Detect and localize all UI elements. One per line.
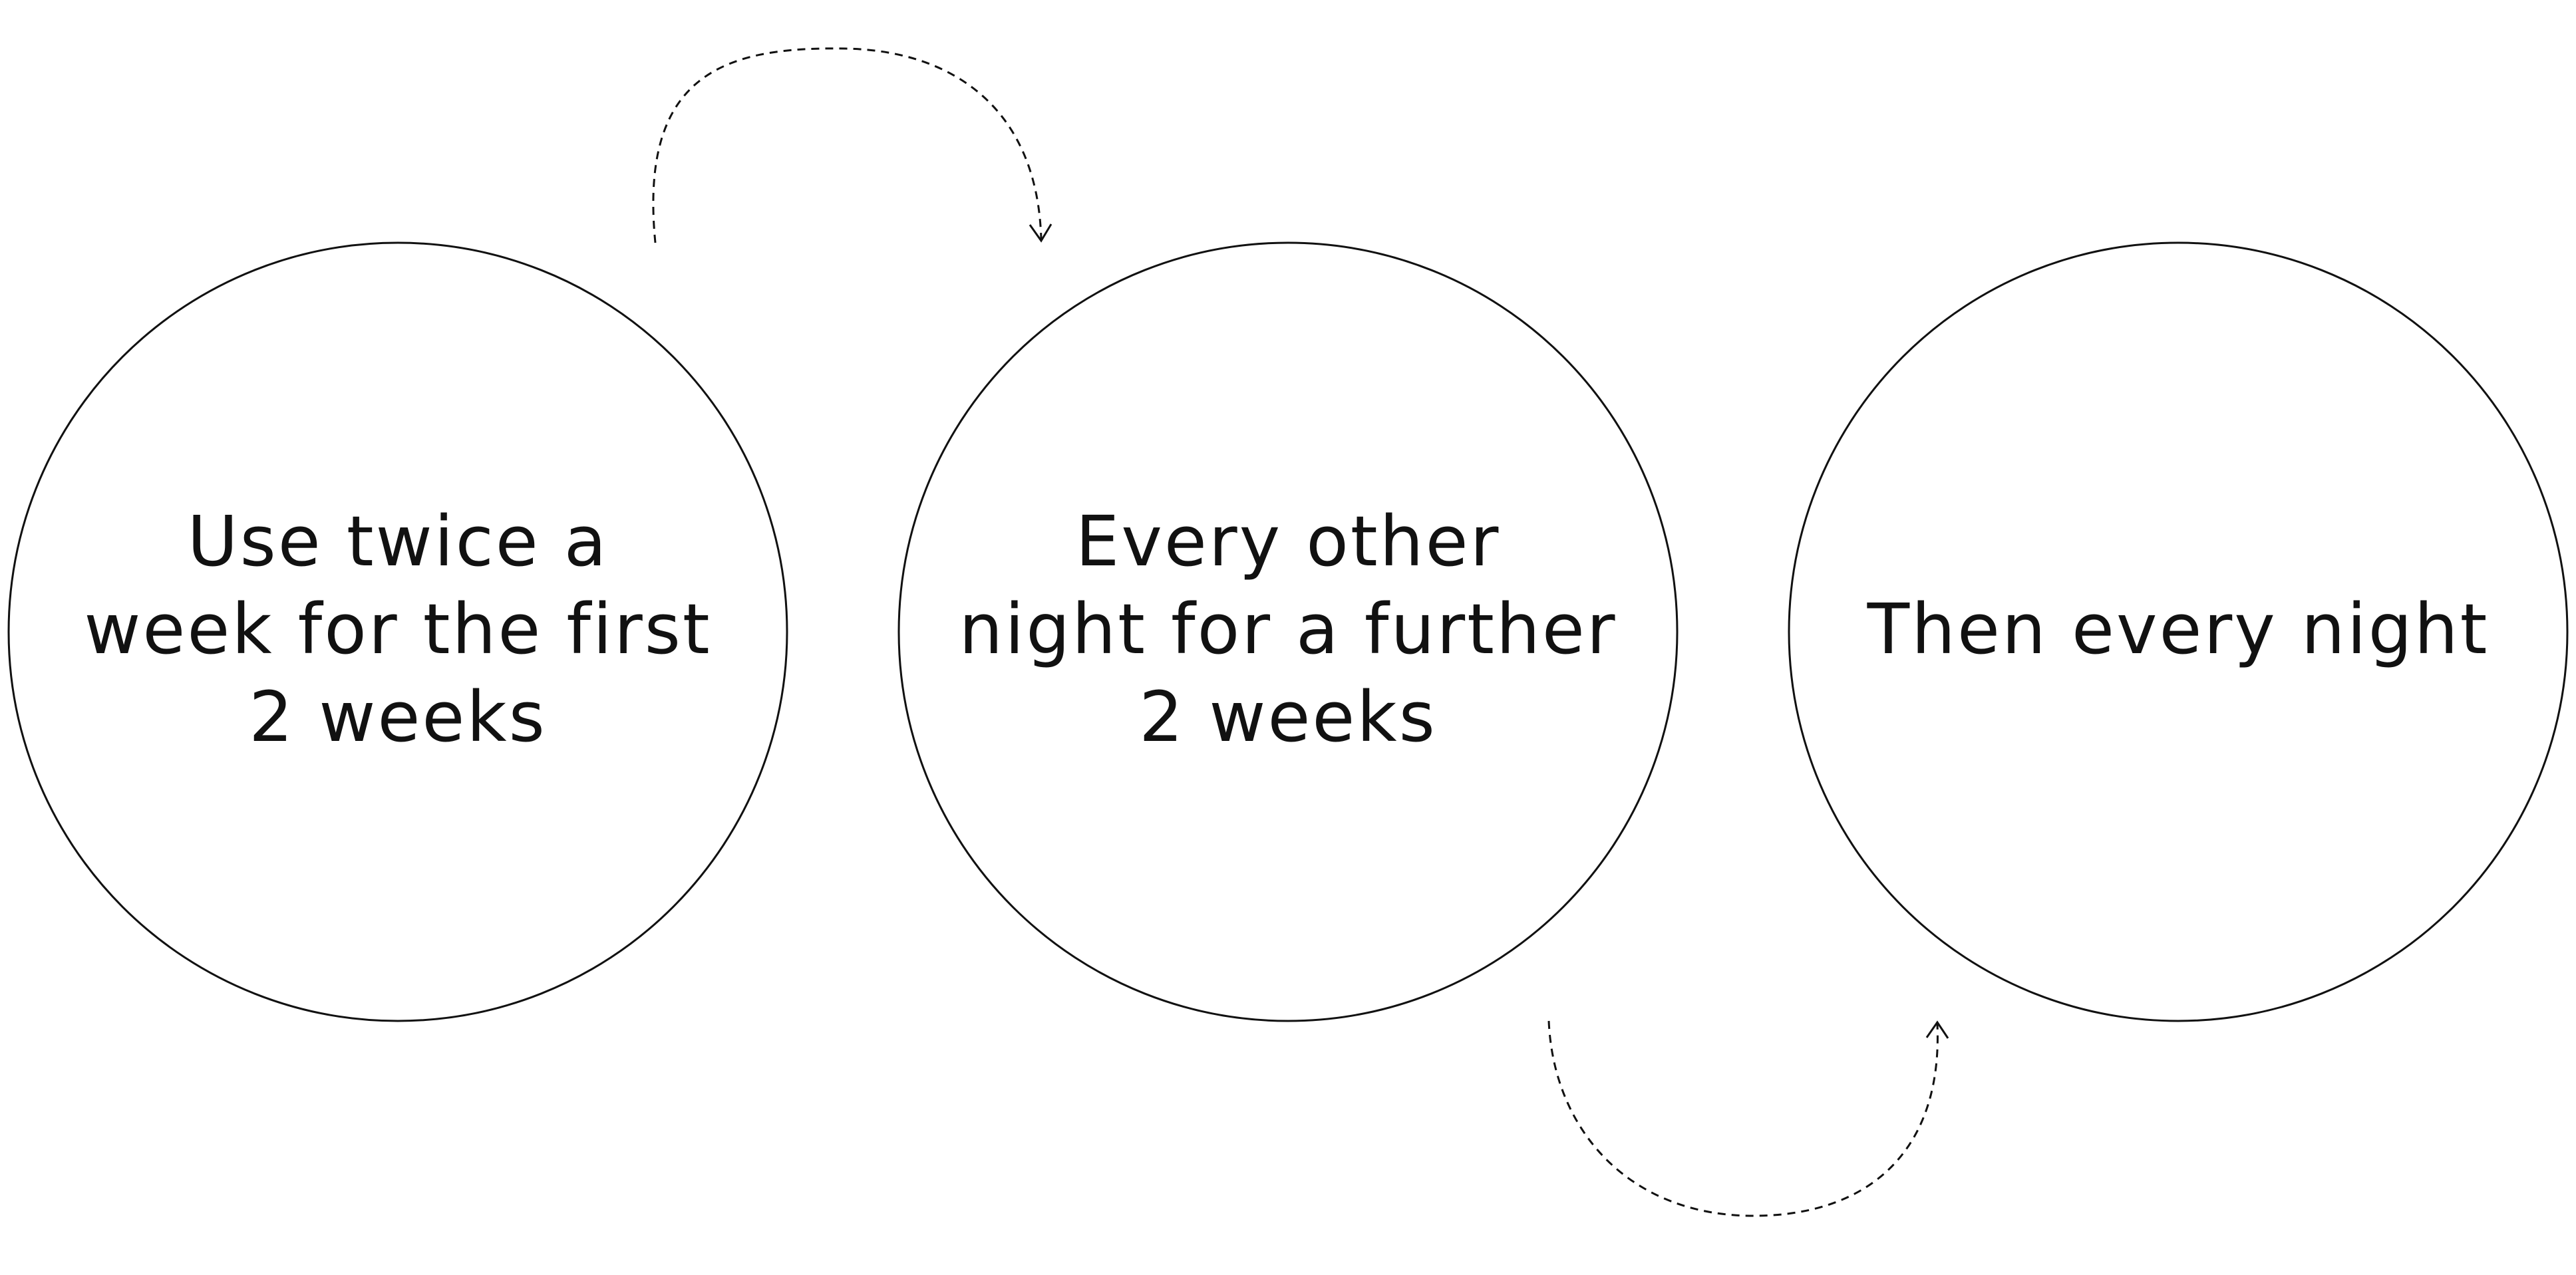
- step-3-circle: [1788, 241, 2569, 1022]
- step-2-text: Every other night for a further 2 weeks: [959, 501, 1617, 758]
- step-1-circle: [7, 241, 788, 1022]
- step-3-text: Then every night: [1867, 589, 2490, 670]
- connector-arrow-2-to-3: [1547, 1020, 1939, 1217]
- connector-arrow-1-to-2: [652, 47, 1043, 243]
- arrowhead-down-icon: [1029, 223, 1052, 243]
- arrowhead-up-icon: [1925, 1020, 1949, 1039]
- step-1-text: Use twice a week for the first 2 weeks: [84, 501, 712, 758]
- step-2-circle: [897, 241, 1679, 1022]
